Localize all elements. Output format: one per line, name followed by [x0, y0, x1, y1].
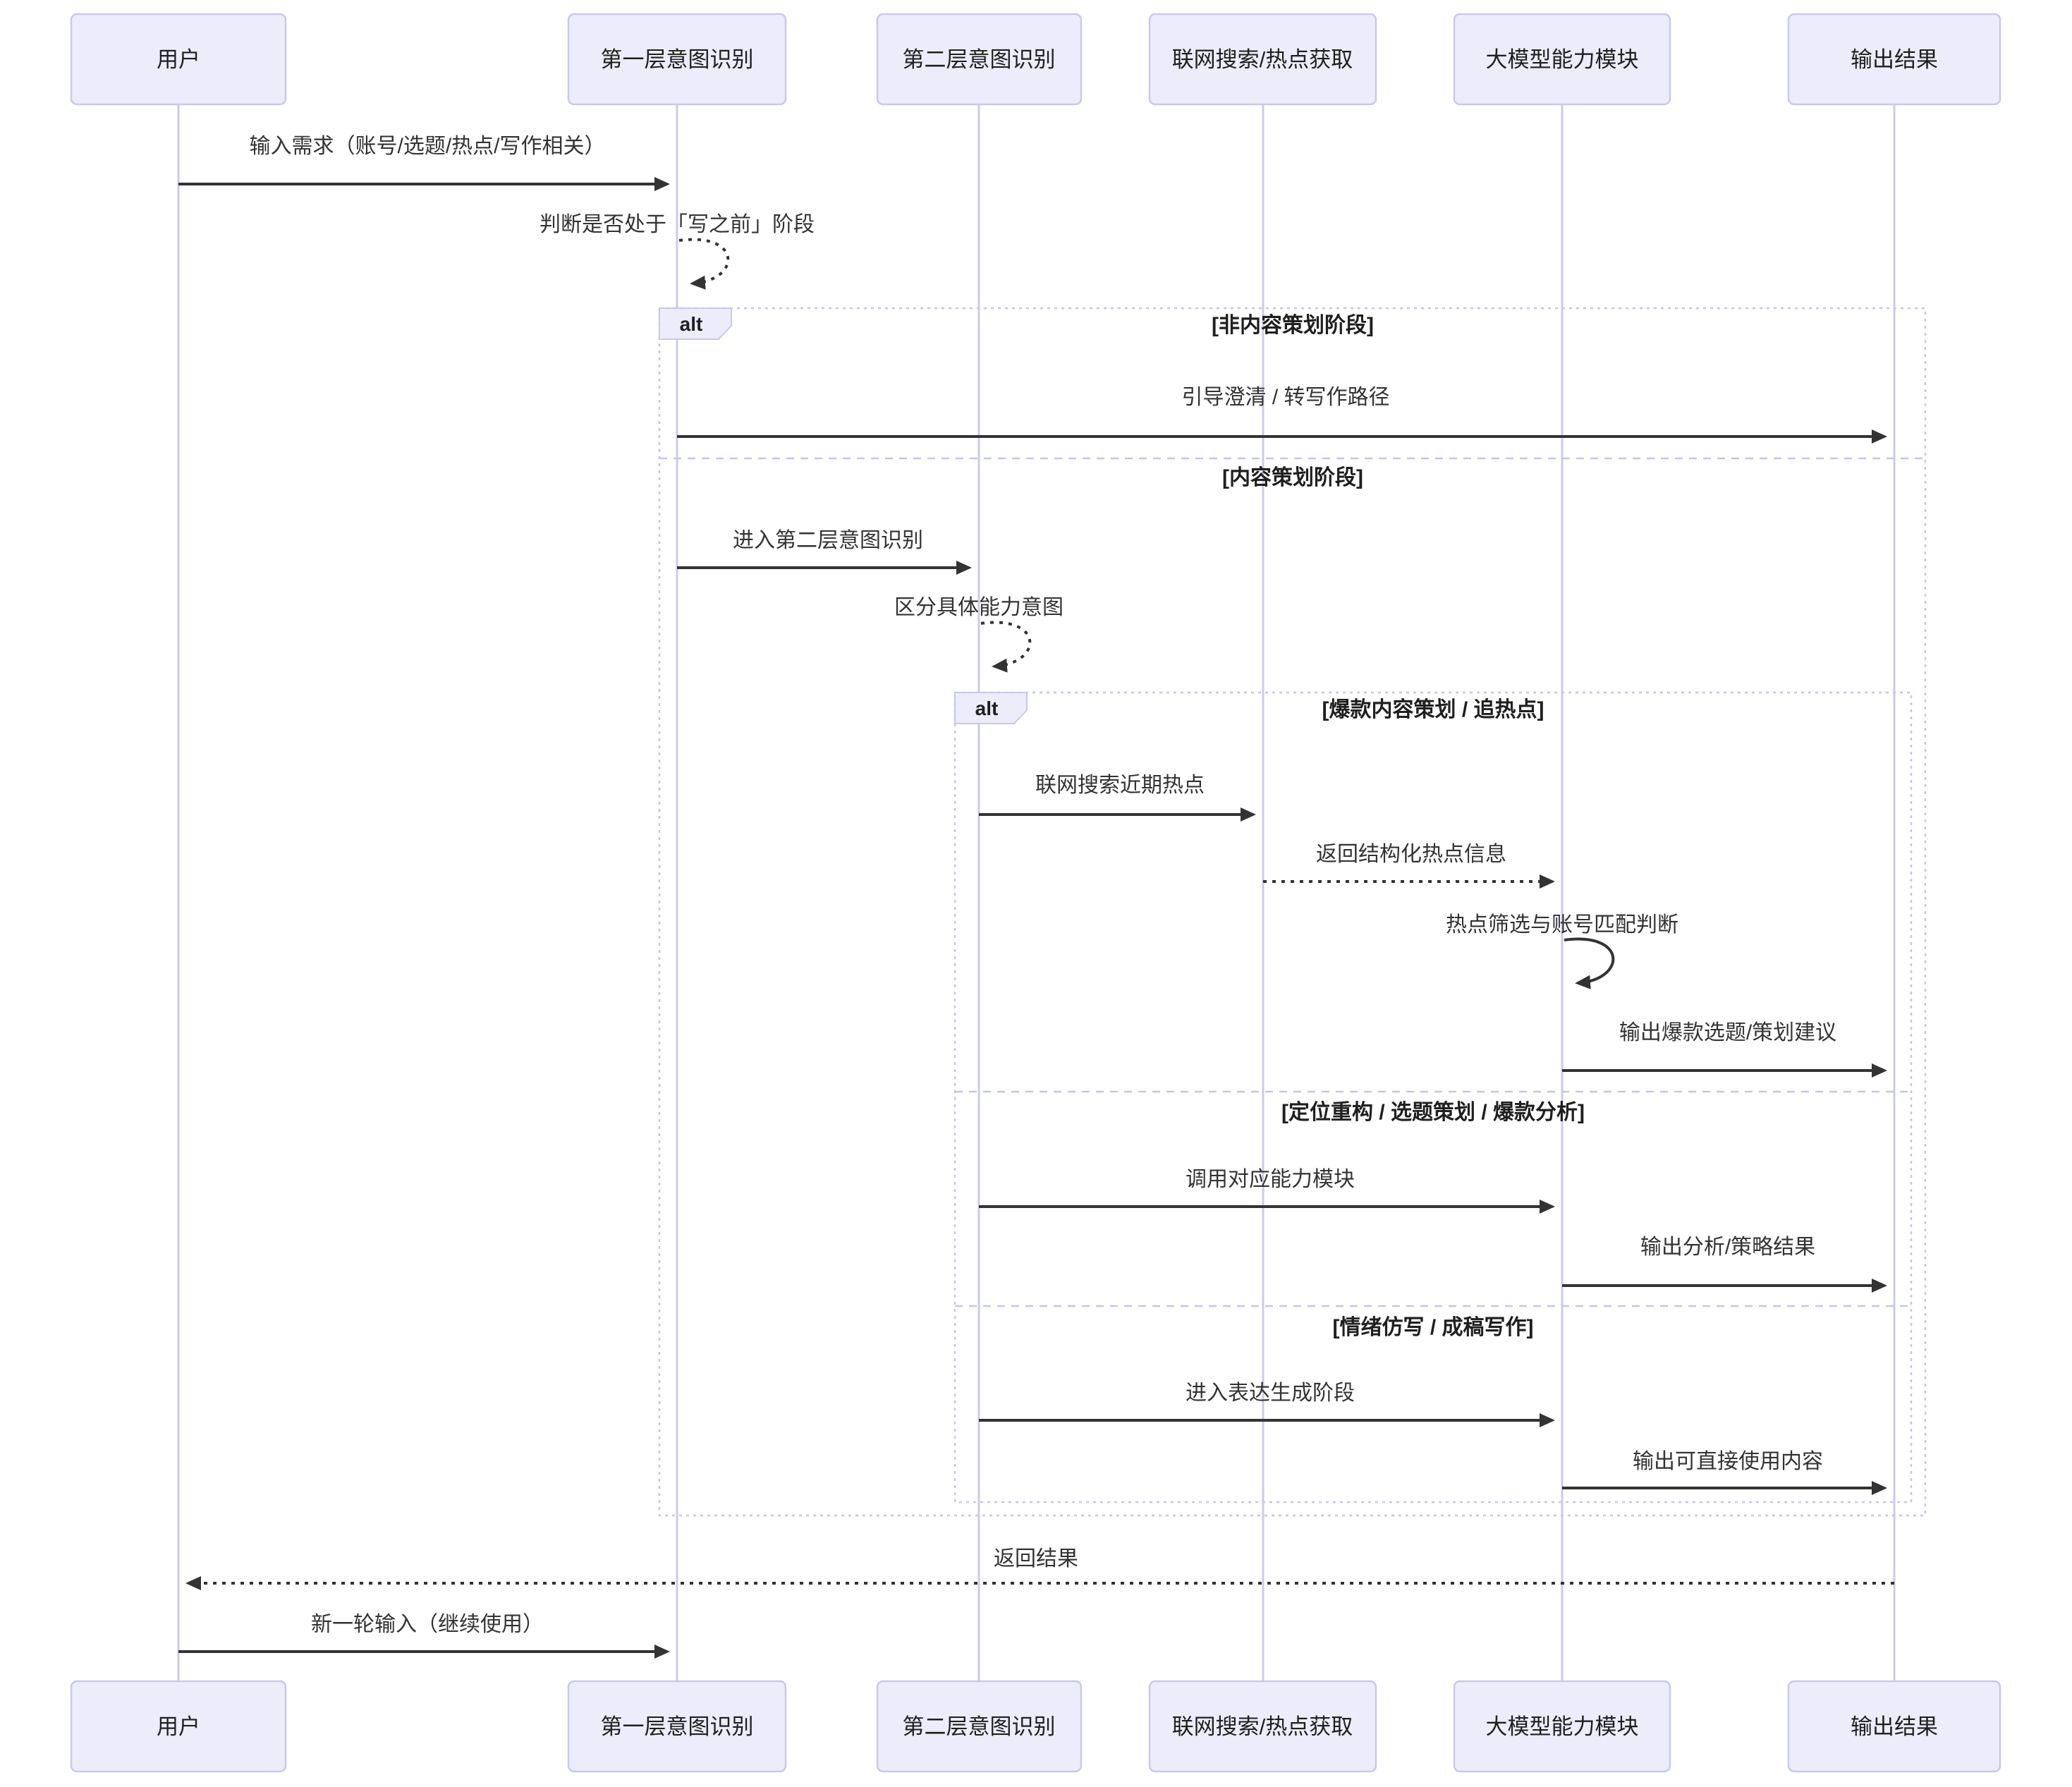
message-text-return-result: 返回结果: [994, 1547, 1078, 1571]
alt-frame-inner-label: alt: [975, 697, 999, 719]
alt-frame-outer-tab: [659, 307, 732, 340]
alt-frame-outer-border: [658, 307, 1927, 1517]
alt-frame-inner-tab: [954, 692, 1028, 724]
alt-inner-condition-3: [情绪仿写 / 成稿写作]: [1333, 1315, 1534, 1339]
actor-box-web-search-top: [1148, 13, 1377, 106]
alt-inner-condition-1: [爆款内容策划 / 追热点]: [1322, 697, 1544, 721]
alt-frame-inner-border: [953, 691, 1913, 1504]
lifelines: [177, 104, 1896, 1681]
message-selfloop-distinguish-intent: [980, 621, 1032, 673]
actor-box-output-bottom: [1787, 1680, 2001, 1773]
alt-outer-condition-1: [非内容策划阶段]: [1212, 313, 1374, 337]
message-text-guide-clarify: 引导澄清 / 转写作路径: [1181, 386, 1389, 409]
message-selfloop-judge-stage: [678, 238, 730, 290]
message-text-search-hotspots: 联网搜索近期热点: [1035, 774, 1205, 797]
alt-frame-inner: alt [爆款内容策划 / 追热点] [定位重构 / 选题策划 / 爆款分析] …: [953, 691, 1913, 1504]
actor-box-intent-layer1-bottom: [567, 1680, 787, 1773]
message-text-call-capability: 调用对应能力模块: [1186, 1168, 1355, 1191]
actor-box-user-top: [70, 13, 287, 106]
message-text-hotspot-filter: 热点筛选与账号匹配判断: [1446, 913, 1678, 937]
actor-box-user-bottom: [70, 1680, 287, 1773]
alt-frame-outer-label: alt: [680, 313, 703, 335]
message-text-input-demand: 输入需求（账号/选题/热点/写作相关）: [249, 135, 605, 158]
message-text-judge-stage: 判断是否处于「写之前」阶段: [540, 213, 815, 236]
actor-box-web-search-bottom: [1148, 1680, 1377, 1773]
message-text-output-usable-content: 输出可直接使用内容: [1633, 1450, 1823, 1473]
actor-label-output-bottom: 输出结果: [1851, 1714, 1938, 1739]
actor-label-output-top: 输出结果: [1851, 47, 1938, 72]
participants-bottom: 用户 第一层意图识别 第二层意图识别 联网搜索/热点获取 大模型能力模块 输出结…: [70, 1680, 2001, 1773]
actor-box-intent-layer1-top: [567, 13, 787, 106]
message-text-return-hotspot-info: 返回结构化热点信息: [1316, 843, 1506, 866]
alt-inner-condition-2: [定位重构 / 选题策划 / 爆款分析]: [1281, 1100, 1585, 1124]
actor-label-intent-layer2-bottom: 第二层意图识别: [903, 1714, 1056, 1739]
message-text-output-hot-topics: 输出爆款选题/策划建议: [1619, 1021, 1836, 1044]
alt-frame-outer: alt [非内容策划阶段] [内容策划阶段]: [658, 307, 1927, 1517]
actor-box-output-top: [1787, 13, 2001, 106]
message-text-enter-generation: 进入表达生成阶段: [1186, 1382, 1355, 1405]
actor-box-intent-layer2-top: [876, 13, 1083, 106]
actor-label-user-top: 用户: [157, 47, 200, 72]
messages: 输入需求（账号/选题/热点/写作相关） 判断是否处于「写之前」阶段 引导澄清 /…: [178, 135, 1894, 1659]
actor-label-intent-layer1-top: 第一层意图识别: [601, 47, 754, 72]
message-text-new-round-input: 新一轮输入（继续使用）: [311, 1613, 544, 1636]
message-text-output-analysis: 输出分析/策略结果: [1640, 1236, 1815, 1259]
message-selfloop-hotspot-filter: [1564, 937, 1615, 989]
actor-label-intent-layer1-bottom: 第一层意图识别: [601, 1714, 754, 1739]
actor-label-llm-module-bottom: 大模型能力模块: [1486, 1714, 1639, 1739]
actor-box-intent-layer2-bottom: [876, 1680, 1083, 1773]
alt-outer-condition-2: [内容策划阶段]: [1222, 465, 1363, 489]
actor-label-web-search-top: 联网搜索/热点获取: [1172, 47, 1353, 72]
actor-box-llm-module-bottom: [1453, 1680, 1671, 1773]
actor-box-llm-module-top: [1453, 13, 1671, 106]
actor-label-llm-module-top: 大模型能力模块: [1486, 47, 1639, 72]
actor-label-web-search-bottom: 联网搜索/热点获取: [1172, 1714, 1353, 1739]
actor-label-user-bottom: 用户: [157, 1714, 200, 1739]
message-text-enter-layer2: 进入第二层意图识别: [733, 529, 923, 552]
participants-top: 用户 第一层意图识别 第二层意图识别 联网搜索/热点获取 大模型能力模块 输出结…: [70, 13, 2001, 106]
actor-label-intent-layer2-top: 第二层意图识别: [903, 47, 1056, 72]
message-text-distinguish-intent: 区分具体能力意图: [894, 596, 1064, 619]
